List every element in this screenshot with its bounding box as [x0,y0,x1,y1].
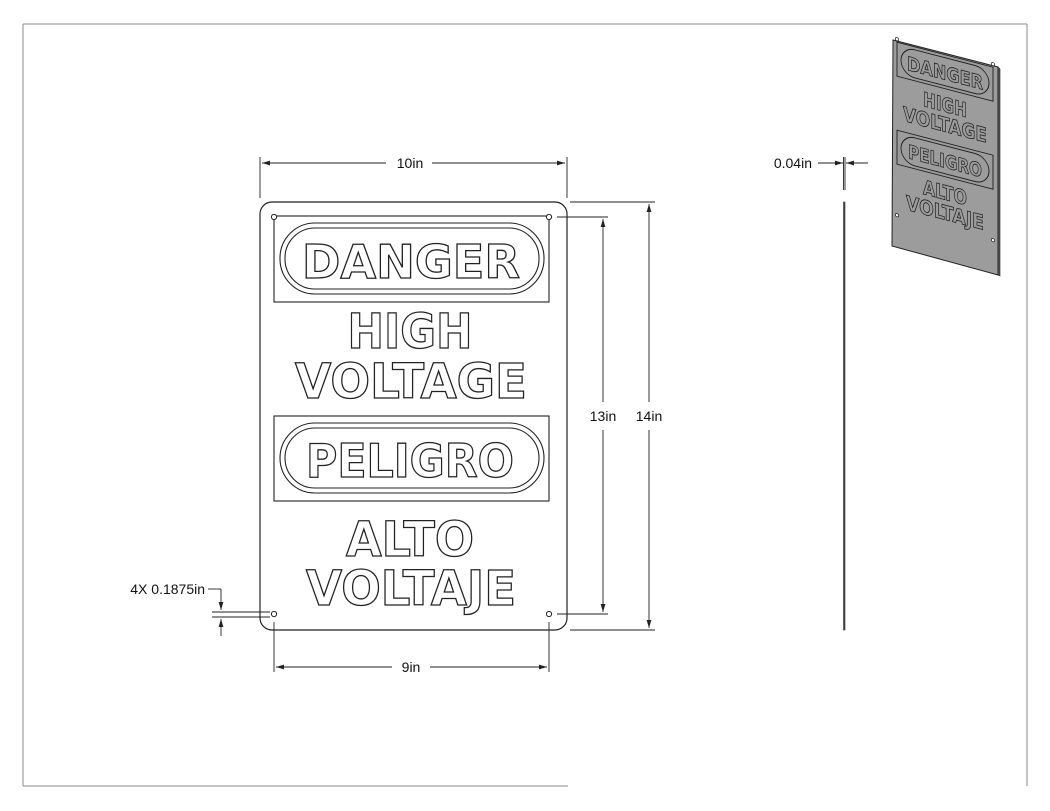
sign-front-view: DANGER HIGH VOLTAGE PELIGRO ALTO VOLTAJE [259,201,568,631]
mounting-hole-top-right [545,213,553,221]
dimension-hole-spacing-horizontal [273,622,550,672]
dimension-hole-diameter [208,588,270,636]
side-view-edge [843,201,846,631]
peligro-header-panel [273,415,550,502]
voltaje-text: VOLTAJE [306,561,516,617]
dimension-label-hole-spacing-vertical: 13in [590,408,616,424]
danger-oval-inner [284,227,540,290]
dimension-label-width: 10in [397,155,423,171]
dimension-label-hole-diameter: 4X 0.1875in [130,581,205,597]
sign-isometric-view: DANGER HIGH VOLTAGE PELIGRO ALTO VOLTAJE [891,37,1001,277]
dimension-label-hole-spacing-horizontal: 9in [402,659,421,675]
mounting-hole-bottom-left [270,610,278,618]
dimension-overall-height [570,201,655,631]
high-text: HIGH [348,304,473,360]
drawing-frame [22,23,1028,787]
mounting-hole-bottom-right [545,610,553,618]
dimension-label-overall-height: 14in [636,408,662,424]
peligro-oval-inner [284,427,540,489]
dimension-hole-spacing-vertical [557,216,608,615]
dimension-label-thickness: 0.04in [774,155,812,171]
voltage-text: VOLTAGE [295,354,527,410]
alto-text: ALTO [346,512,474,568]
danger-text: DANGER [302,235,520,289]
iso-sign-edge [997,66,1001,277]
danger-header-panel [273,215,550,303]
peligro-text: PELIGRO [306,434,514,488]
danger-oval-outer [279,222,545,295]
mounting-hole-top-left [270,213,278,221]
peligro-oval-outer [279,422,545,494]
dimension-overall-width [259,157,568,198]
sign-side-view [818,157,868,631]
